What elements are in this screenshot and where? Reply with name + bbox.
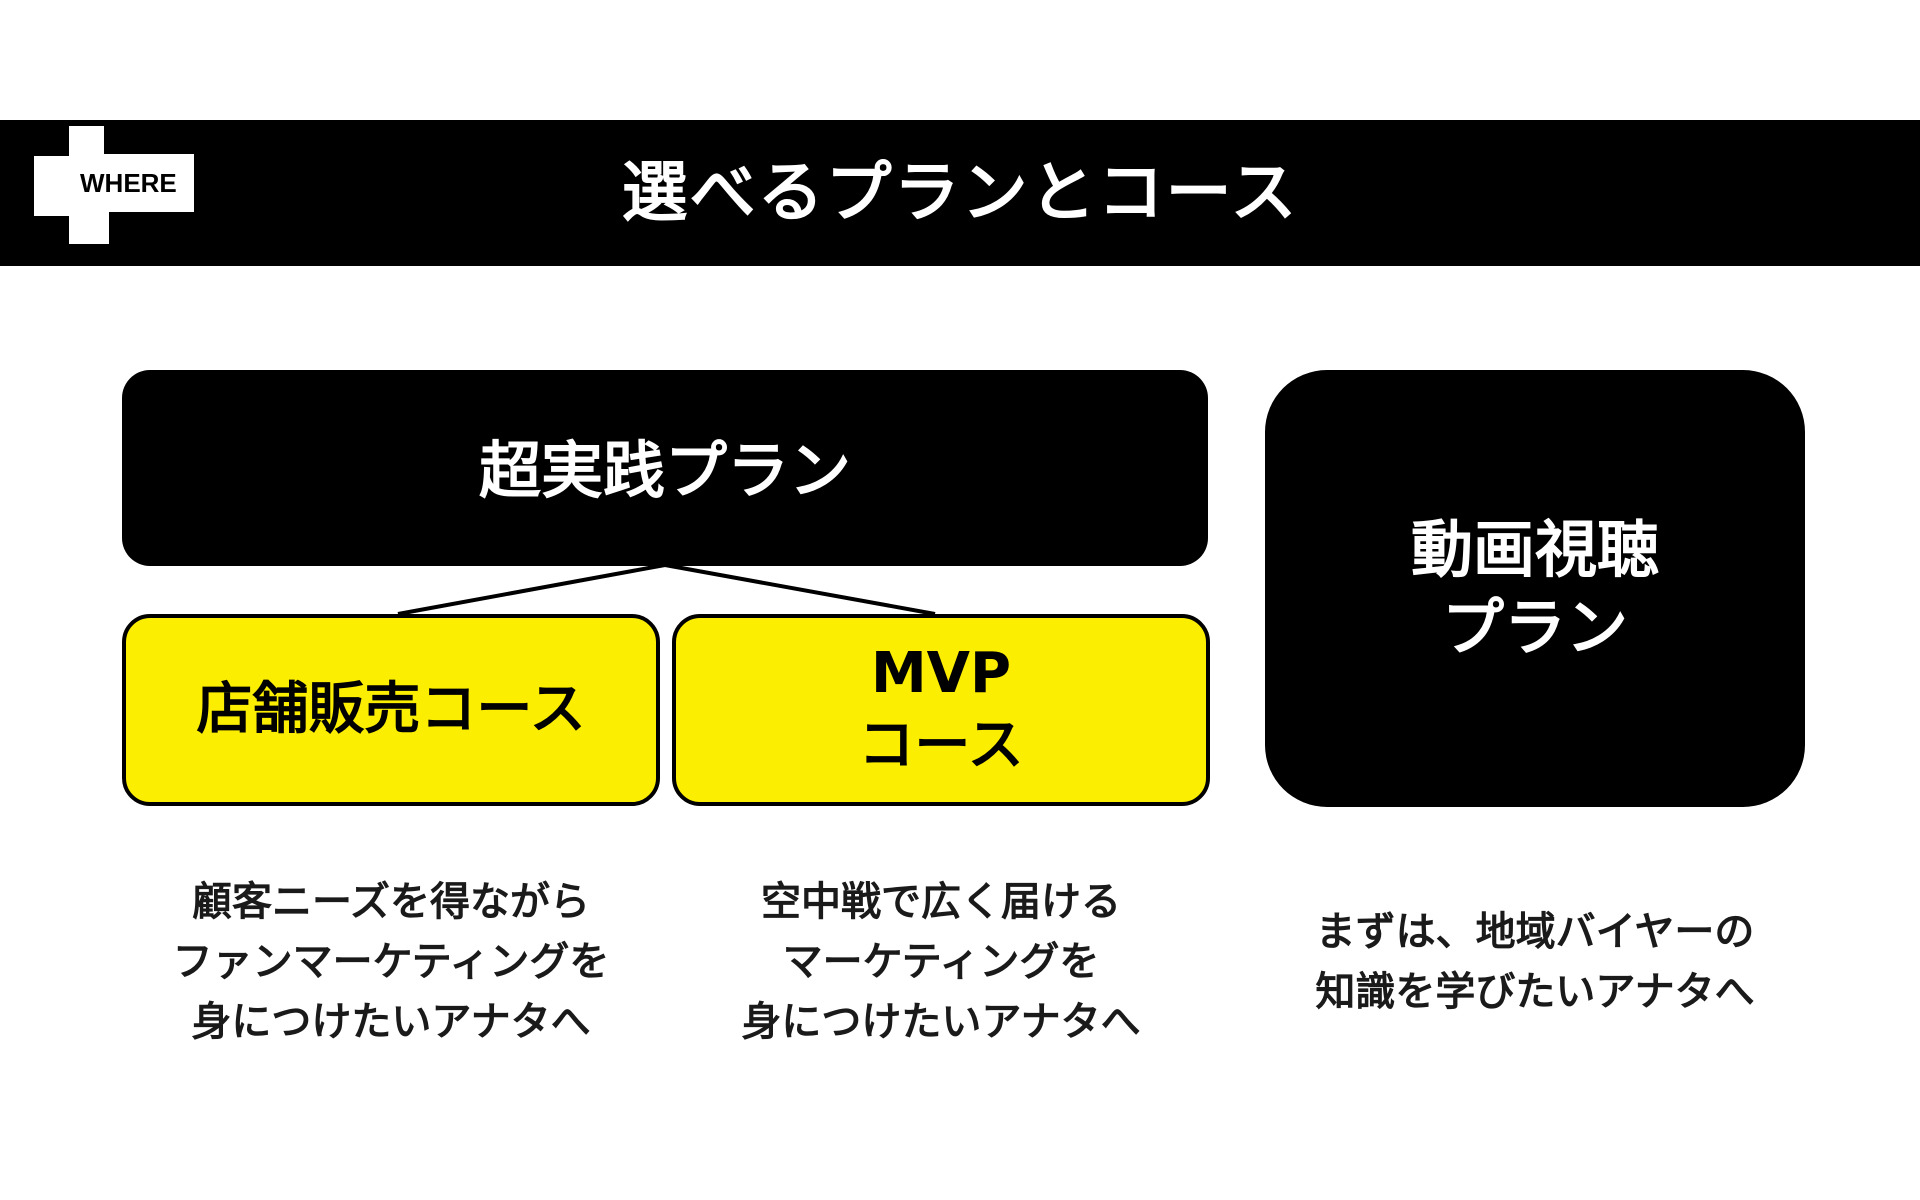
course-mvp-box[interactable]: MVP コース (672, 614, 1210, 806)
description-line: 空中戦で広く届ける (761, 879, 1121, 925)
plan-practical-box[interactable]: 超実践プラン (122, 370, 1208, 566)
page-title: 選べるプランとコース (621, 154, 1299, 231)
course-mvp-label-line-2: コース (858, 713, 1024, 778)
description-line: まずは、地域バイヤーの (1315, 909, 1755, 955)
connector-line-mvp (664, 563, 936, 616)
course-store-description: 顧客ニーズを得ながら ファンマーケティングを 身につけたいアナタへ (122, 872, 660, 1052)
plan-video-box[interactable]: 動画視聴 プラン (1265, 370, 1805, 807)
description-line: 身につけたいアナタへ (741, 999, 1141, 1045)
connector-line-store (397, 563, 666, 616)
plan-practical-label: 超実践プラン (478, 434, 851, 507)
plan-video-label-line-2: プラン (1441, 590, 1628, 664)
description-line: 身につけたいアナタへ (191, 999, 591, 1045)
header-bar (0, 120, 1920, 266)
description-line: 知識を学びたいアナタへ (1315, 969, 1755, 1015)
course-mvp-description: 空中戦で広く届ける マーケティングを 身につけたいアナタへ (672, 872, 1210, 1052)
course-store-box[interactable]: 店舗販売コース (122, 614, 660, 806)
description-line: マーケティングを (782, 939, 1100, 985)
course-store-label: 店舗販売コース (196, 677, 586, 742)
where-logo: WHERE (34, 126, 194, 244)
description-line: 顧客ニーズを得ながら (192, 879, 590, 925)
description-line: ファンマーケティングを (172, 939, 610, 985)
plan-video-description: まずは、地域バイヤーの 知識を学びたいアナタへ (1235, 902, 1835, 1022)
plan-video-label-line-1: 動画視聴 (1410, 512, 1659, 586)
course-mvp-label-line-1: MVP (870, 641, 1012, 706)
logo-text: WHERE (80, 168, 177, 198)
